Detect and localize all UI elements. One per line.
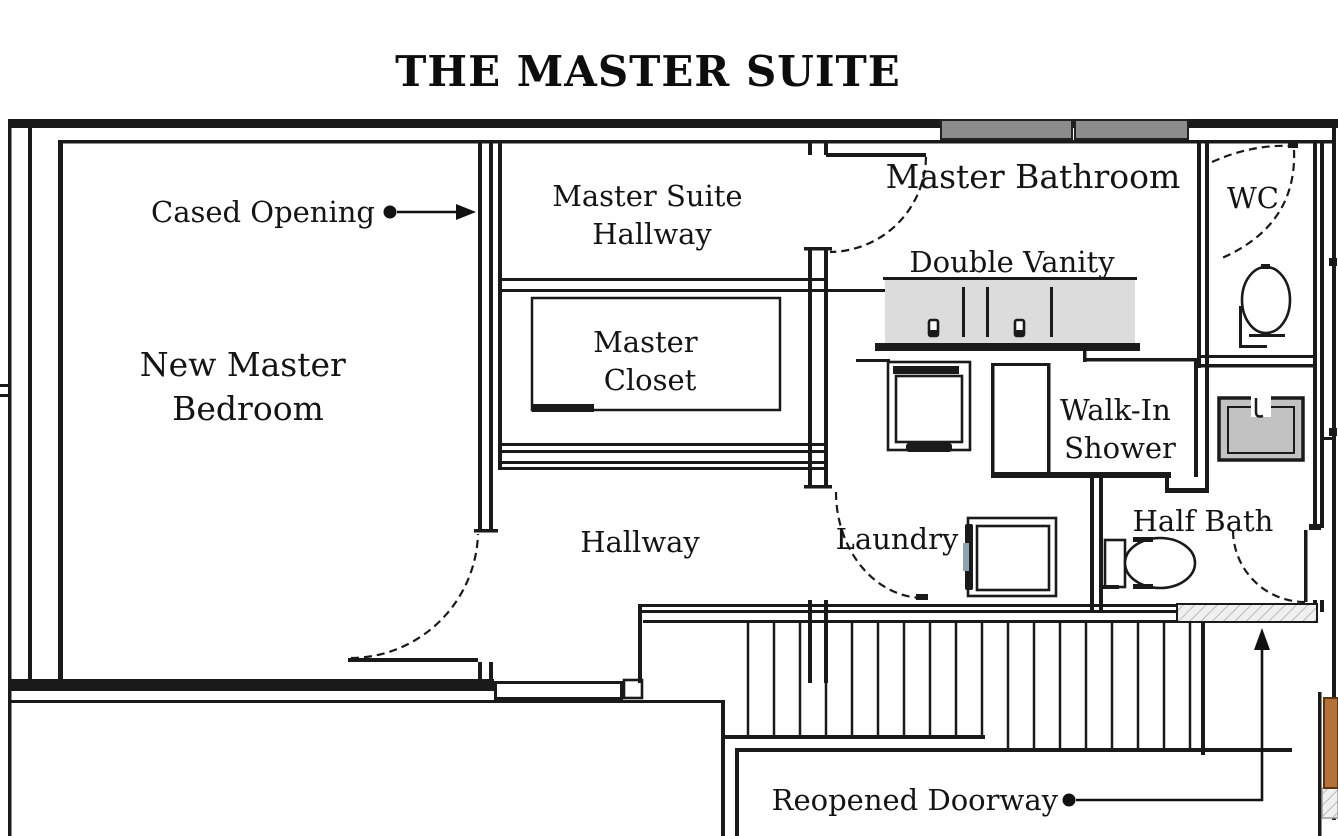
bathroom-door-swing-icon: [829, 156, 928, 254]
annotation-cased-opening: Cased Opening: [151, 195, 476, 229]
annotation-reopened-doorway: Reopened Doorway: [772, 628, 1270, 817]
new-wall-segments: [940, 119, 1189, 140]
bathroom-door-leaf: [826, 153, 926, 157]
closet-system: [530, 296, 782, 412]
wc-door-leaf: [1211, 144, 1293, 164]
room-label-master-bathroom: Master Bathroom: [886, 157, 1181, 196]
arrow-up-icon: [1254, 628, 1270, 650]
faucet-icon: [1013, 318, 1026, 338]
wc-toilet: [1239, 264, 1292, 348]
leader-dot-icon: [1062, 793, 1076, 807]
doors: [348, 141, 1321, 662]
half-bath-door-swing-icon: [1231, 529, 1306, 604]
room-label-master-closet: Master Closet: [593, 325, 707, 397]
faucet-icon: [1254, 398, 1264, 418]
bedroom-door-swing-icon: [350, 533, 480, 660]
walls: [0, 119, 1338, 836]
leader-dot-icon: [383, 205, 397, 219]
washer-dryer: [963, 516, 1058, 598]
laundry-door-swing-icon: [834, 491, 925, 600]
half-bath-door-leaf: [1304, 530, 1308, 602]
room-label-master-suite-hallway: Master Suite Hallway: [552, 179, 752, 251]
room-label-hallway: Hallway: [580, 525, 700, 559]
bedroom-door-leaf: [348, 658, 478, 662]
wc-door-swing-icon: [1221, 149, 1296, 260]
label-double-vanity: Double Vanity: [909, 245, 1115, 279]
double-vanity-counter: [875, 277, 1140, 351]
annotation-reopened-doorway-label: Reopened Doorway: [772, 783, 1059, 817]
annotation-cased-opening-label: Cased Opening: [151, 195, 375, 229]
wood-floor-sliver: [1323, 697, 1338, 789]
half-bath-sink: [1217, 395, 1305, 462]
room-label-bedroom: New Master Bedroom: [140, 345, 357, 428]
room-label-laundry: Laundry: [836, 522, 959, 556]
page-title: THE MASTER SUITE: [395, 47, 901, 96]
bathroom-cabinet: [886, 360, 972, 452]
staircase: [723, 623, 1292, 752]
room-label-half-bath: Half Bath: [1133, 504, 1274, 538]
arrow-right-icon: [456, 204, 476, 220]
stair-treads-upper: [746, 623, 984, 736]
room-label-wc: WC: [1227, 181, 1279, 215]
stair-treads-lower: [1006, 623, 1192, 748]
half-bath-toilet: [1103, 536, 1197, 590]
room-label-walk-in-shower: Walk-In Shower: [1060, 393, 1180, 465]
faucet-icon: [927, 318, 940, 338]
